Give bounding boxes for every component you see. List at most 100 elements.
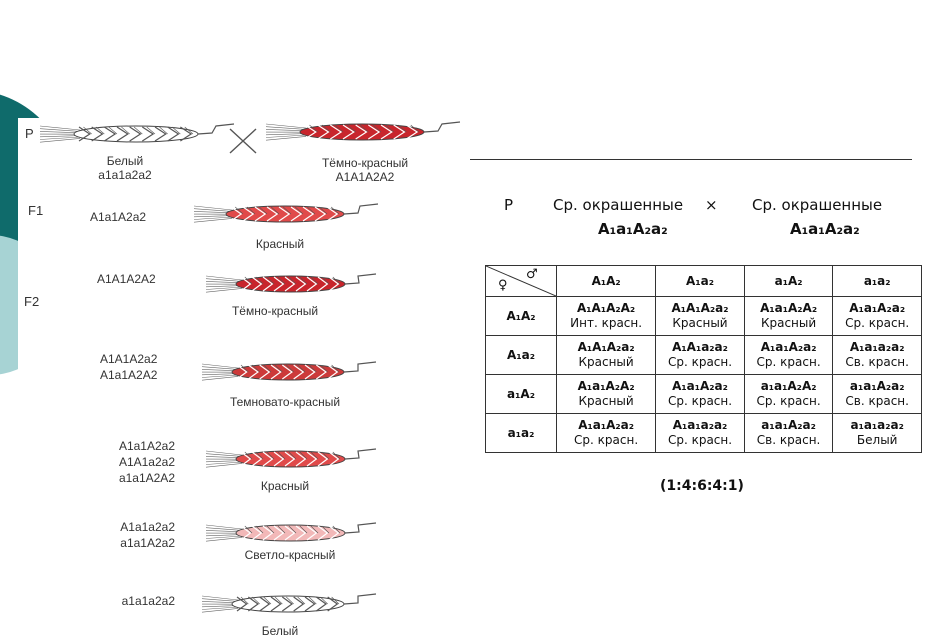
kernel-chevron	[328, 276, 340, 292]
awn-line	[205, 461, 243, 465]
kernel-chevron	[295, 525, 307, 541]
kernel-chevron	[326, 206, 339, 222]
awn-line	[265, 133, 307, 136]
kernel-chevron	[317, 525, 329, 541]
cell-genotype: a₁a₁A₂a₂	[849, 379, 905, 393]
col-header: A₁A₂	[555, 265, 657, 297]
awn-line	[193, 215, 233, 218]
awn-line	[39, 125, 81, 131]
awn-line	[39, 131, 81, 134]
awn-line	[265, 134, 307, 138]
spike-body	[235, 524, 346, 542]
kernel-chevron	[306, 451, 318, 467]
cell-phenotype: Ср. красн.	[667, 355, 733, 369]
kernel-edge	[266, 276, 275, 285]
kernel-edge	[299, 451, 308, 460]
kernel-chevron	[295, 276, 307, 292]
kernel-chevron	[278, 206, 291, 222]
kernel-edge	[288, 276, 297, 285]
kernel-edge	[321, 124, 331, 133]
kernel-edge	[310, 525, 319, 534]
cell-phenotype: Ср. красн.	[667, 433, 733, 447]
kernel-chevron	[262, 451, 274, 467]
kernel-chevron	[328, 451, 340, 467]
awn-line	[265, 136, 307, 141]
awn-line	[193, 218, 233, 223]
spike-f2-medium-dark-red	[201, 361, 377, 381]
spike-body	[235, 450, 346, 468]
kernel-edge	[330, 206, 340, 215]
cell-phenotype: Ср. красн.	[756, 394, 821, 408]
male-symbol: ♂	[526, 267, 538, 282]
kernel-edge	[277, 451, 286, 460]
row-header: a₁A₂	[485, 374, 557, 414]
kernel-edge	[299, 276, 308, 285]
cross-left-genotype: A₁a₁A₂a₂	[598, 220, 668, 238]
cell-genotype: A₁a₁a₂a₂	[672, 418, 728, 432]
kernel-chevron	[230, 206, 243, 222]
spike-parent-white	[39, 123, 235, 143]
genotype-label: A1A1A2a2	[100, 352, 158, 366]
spike-f2-dark-red	[205, 273, 377, 293]
awn-line	[201, 366, 239, 370]
kernel-chevron	[302, 206, 315, 222]
row-label-f2: F2	[24, 294, 40, 309]
kernel-chevron	[262, 276, 274, 292]
kernel-chevron	[328, 525, 340, 541]
kernel-chevron	[284, 451, 296, 467]
kernel-chevron	[251, 276, 263, 292]
awn-line	[205, 460, 243, 463]
kernel-chevron	[247, 596, 259, 612]
awn-line	[201, 601, 239, 604]
genotype-label: A1a1a2a2	[120, 520, 175, 534]
kernel-chevron	[240, 525, 252, 541]
awn-line	[205, 278, 243, 282]
cell-phenotype: Красный	[578, 355, 634, 369]
kernel-edge	[294, 206, 304, 215]
awn-line	[193, 211, 233, 214]
kernel-chevron	[342, 124, 355, 140]
f2-class-4-genotypes: A1a1a2a2 a1a1A2a2	[105, 519, 175, 551]
kernel-chevron	[251, 451, 263, 467]
kernel-edge	[310, 276, 319, 285]
kernel-chevron	[327, 364, 339, 380]
cell-phenotype: Инт. красн.	[570, 316, 643, 330]
kernel-edge	[282, 206, 292, 215]
f2-class-1-genotypes: A1A1A2A2	[97, 271, 156, 287]
kernel-chevron	[167, 126, 180, 142]
cell-genotype: A₁a₁A₂A₂	[577, 379, 635, 393]
kernel-chevron	[104, 126, 117, 142]
female-symbol: ♀	[498, 278, 508, 293]
spike-stem	[343, 203, 379, 215]
kernel-edge	[266, 525, 275, 534]
kernel-edge	[252, 364, 260, 373]
kernel-edge	[321, 525, 330, 534]
awn-line	[205, 535, 243, 539]
kernel-chevron	[380, 124, 393, 140]
cell-genotype: A₁A₁A₂a₂	[577, 340, 635, 354]
spike-stem	[344, 448, 377, 460]
row-header: A₁a₂	[485, 335, 557, 375]
cell-phenotype: Св. красн.	[845, 355, 909, 369]
awn-line	[205, 537, 243, 542]
kernel-chevron	[284, 276, 296, 292]
awn-line	[205, 524, 243, 530]
awn-line	[265, 123, 307, 129]
awn-line	[201, 373, 239, 376]
kernel-edge	[321, 451, 330, 460]
kernel-chevron	[273, 276, 285, 292]
kernel-edge	[83, 126, 92, 135]
kernel-edge	[318, 206, 328, 215]
cross-symbol: ×	[705, 196, 718, 214]
kernel-edge	[331, 596, 340, 605]
